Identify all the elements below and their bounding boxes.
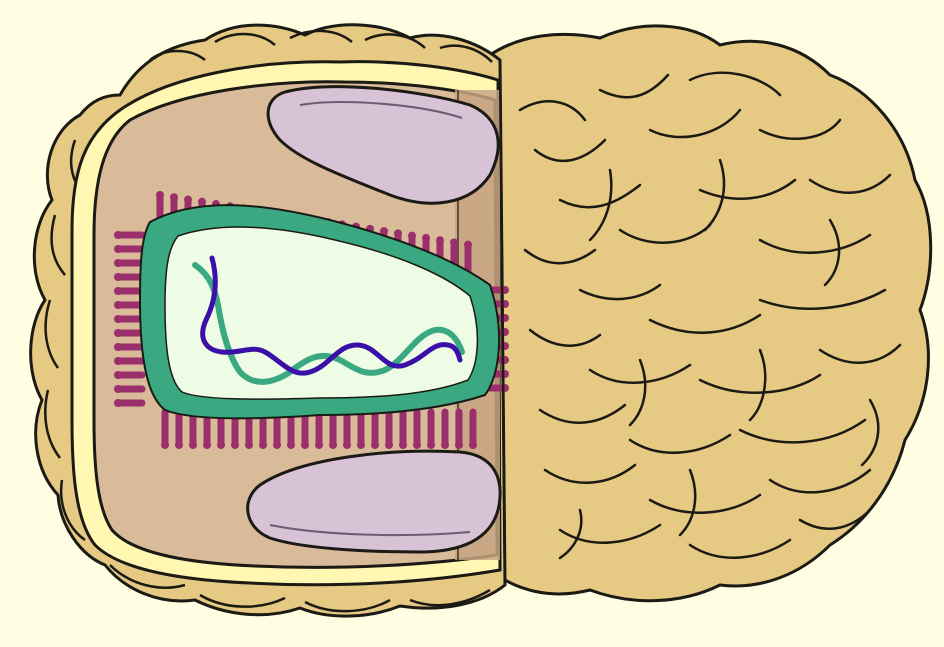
membrane-spike-head xyxy=(184,196,192,204)
membrane-spike-head xyxy=(455,441,463,449)
membrane-spike-head xyxy=(189,441,197,449)
membrane-spike-head xyxy=(343,441,351,449)
membrane-spike-head xyxy=(175,441,183,449)
membrane-spike-head xyxy=(394,229,402,237)
membrane-spike-head xyxy=(114,357,122,365)
membrane-spike-head xyxy=(114,301,122,309)
membrane-spike-head xyxy=(245,441,253,449)
membrane-spike-head xyxy=(114,231,122,239)
membrane-spike-head xyxy=(114,329,122,337)
membrane-spike-head xyxy=(161,441,169,449)
membrane-spike-head xyxy=(114,273,122,281)
membrane-spike-head xyxy=(450,238,458,246)
membrane-spike-head xyxy=(464,241,472,249)
membrane-spike-head xyxy=(399,441,407,449)
membrane-spike-head xyxy=(198,198,206,206)
membrane-spike-head xyxy=(114,399,122,407)
membrane-spike-head xyxy=(156,191,164,199)
membrane-spike-head xyxy=(385,441,393,449)
membrane-spike-head xyxy=(371,441,379,449)
membrane-spike-head xyxy=(259,441,267,449)
membrane-spike-head xyxy=(469,441,477,449)
membrane-spike-head xyxy=(422,234,430,242)
membrane-spike-head xyxy=(301,441,309,449)
membrane-spike-head xyxy=(427,441,435,449)
membrane-spike-head xyxy=(114,287,122,295)
membrane-spike-head xyxy=(231,441,239,449)
membrane-spike-head xyxy=(114,259,122,267)
membrane-spike-head xyxy=(441,441,449,449)
membrane-spike-head xyxy=(413,441,421,449)
membrane-spike-head xyxy=(436,236,444,244)
membrane-spike-head xyxy=(315,441,323,449)
membrane-spike-head xyxy=(287,441,295,449)
membrane-spike-head xyxy=(217,441,225,449)
membrane-spike-head xyxy=(357,441,365,449)
membrane-spike-head xyxy=(114,371,122,379)
membrane-spike-head xyxy=(408,232,416,240)
membrane-spike-head xyxy=(114,343,122,351)
membrane-spike-head xyxy=(114,315,122,323)
membrane-spike-head xyxy=(273,441,281,449)
membrane-spike-head xyxy=(114,245,122,253)
membrane-spike-head xyxy=(329,441,337,449)
membrane-spike-head xyxy=(203,441,211,449)
membrane-spike-head xyxy=(114,385,122,393)
membrane-spike-head xyxy=(170,193,178,201)
